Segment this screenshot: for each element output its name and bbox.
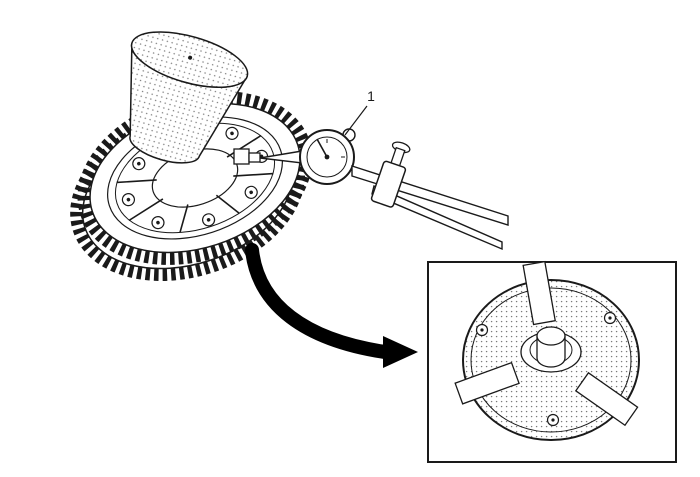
callout-label: 1 (367, 88, 375, 104)
detail-slot-top (522, 260, 556, 326)
callout-1: 1 (344, 88, 375, 136)
detail-bolt-holes (475, 311, 617, 427)
detail-disc-rim-ring (470, 287, 632, 433)
detail-slot-right (574, 371, 639, 427)
indicator-mounting (351, 141, 509, 251)
dial-indicator (259, 128, 356, 185)
detail-arrow-shaft (245, 243, 392, 359)
clamp-body (370, 160, 407, 208)
inset-detail-view (427, 260, 677, 463)
hub-cylinder-top (536, 326, 566, 346)
indicator-pivot (324, 154, 330, 160)
mounting-rod-lower (371, 185, 503, 251)
detail-arrow (245, 243, 418, 368)
drum-top-face (130, 31, 249, 88)
indicator-needle (316, 138, 328, 158)
detail-center-hub (520, 326, 582, 373)
rod-clamp (370, 141, 411, 208)
drum-center-dot (188, 55, 193, 60)
detail-arrow-head (383, 336, 418, 368)
detail-slot-left (454, 361, 520, 405)
callout-leader-line (344, 105, 368, 136)
drum-tool (129, 31, 249, 164)
